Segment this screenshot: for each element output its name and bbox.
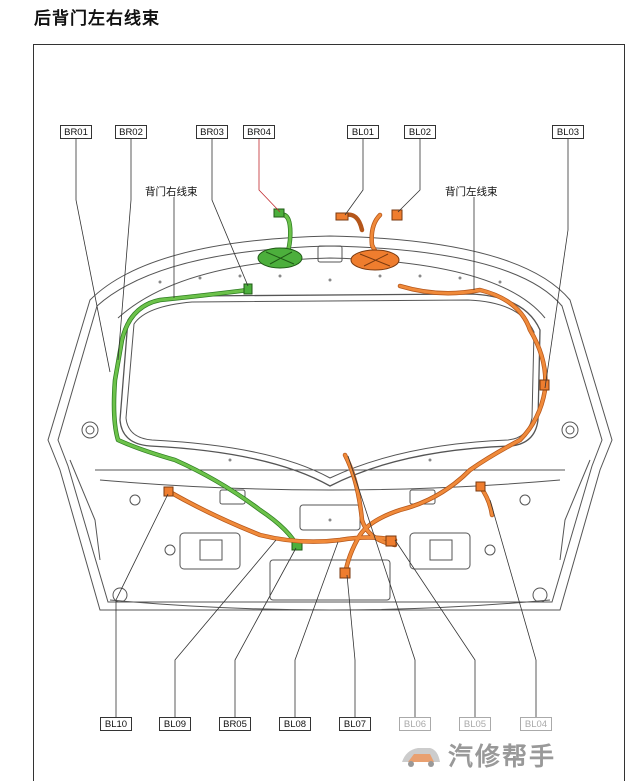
callout-left-harness: 背门左线束 [445,186,498,198]
panel-dots [158,274,502,522]
watermark-text: 汽修帮手 [448,742,557,771]
car-logo-icon [402,748,440,767]
watermark: 汽修帮手 [400,737,556,773]
leader-lines [75,139,569,717]
right-harness-grommet [243,208,303,551]
label-br02: BR02 [115,125,147,139]
left-harness-grommet [163,209,550,579]
label-bl06: BL06 [399,717,431,731]
label-bl07: BL07 [339,717,371,731]
label-bl10: BL10 [100,717,132,731]
label-bl05: BL05 [459,717,491,731]
label-bl04: BL04 [520,717,552,731]
tailgate-outline [47,235,613,611]
label-br05: BR05 [219,717,251,731]
page-title: 后背门左右线束 [34,9,160,29]
label-bl01: BL01 [347,125,379,139]
label-bl09: BL09 [159,717,191,731]
label-bl08: BL08 [279,717,311,731]
callout-right-harness: 背门右线束 [145,186,198,198]
label-br04: BR04 [243,125,275,139]
diagram-frame [33,44,625,781]
br04-leader [258,139,281,213]
label-bl03: BL03 [552,125,584,139]
label-br01: BR01 [60,125,92,139]
label-br03: BR03 [196,125,228,139]
label-bl02: BL02 [404,125,436,139]
